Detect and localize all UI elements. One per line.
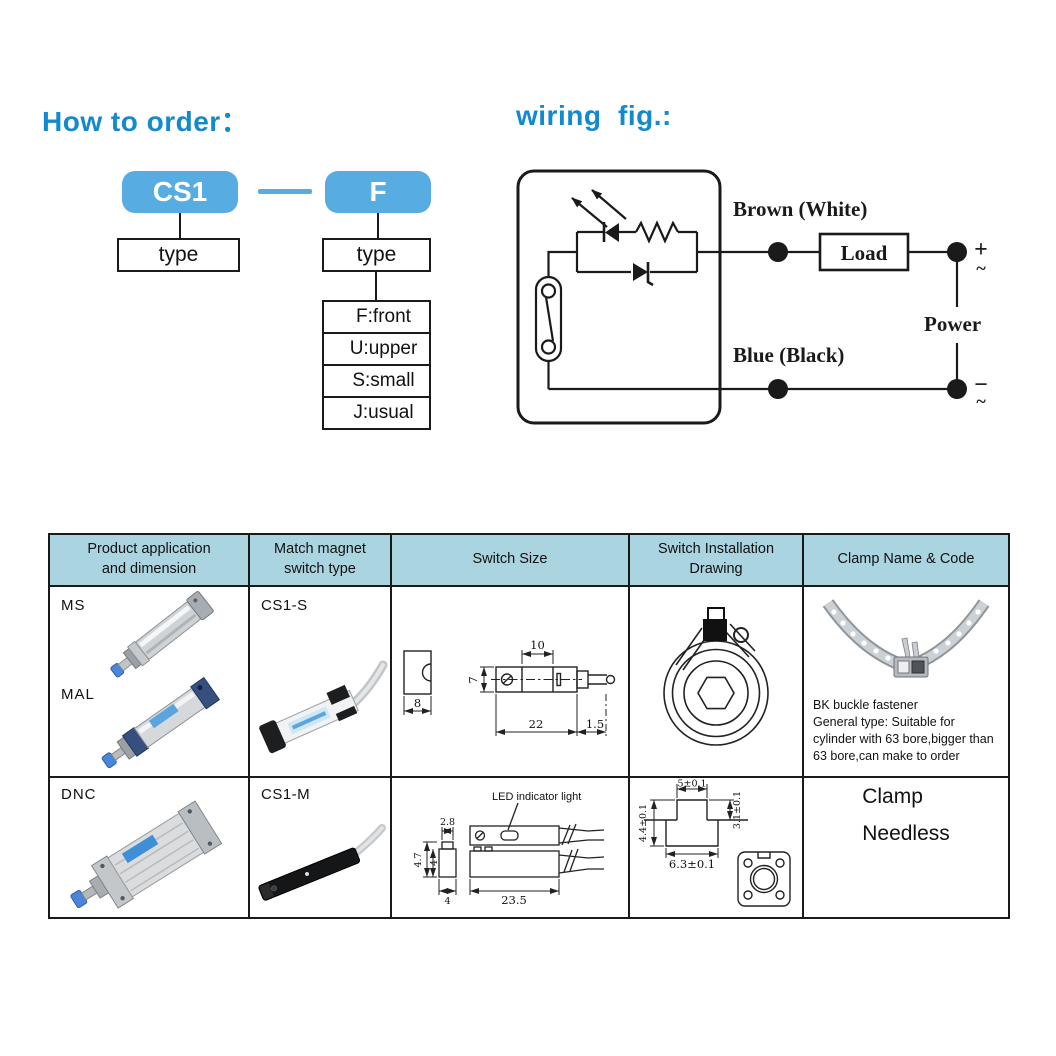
dim-4-base: 4 (444, 896, 450, 907)
junction-dot (768, 242, 788, 262)
clamp-desc-line: BK buckle fastener (813, 698, 918, 712)
cell-switch-type-row2: CS1-M (248, 776, 392, 919)
brown-wire-label: Brown (White) (733, 197, 867, 221)
table-row: DNC (48, 776, 1010, 919)
dim-3-1: 3.1±0.1 (732, 791, 743, 829)
load-label: Load (841, 241, 888, 265)
clamp-desc-line: 63 bore,can make to order (813, 749, 960, 763)
cell-clamp-row1: BK buckle fastener General type: Suitabl… (802, 585, 1010, 778)
clamp-band-image (822, 599, 990, 678)
ms-cylinder-image (110, 591, 214, 678)
junction-dots (768, 242, 967, 399)
model-type-box: type (117, 238, 240, 272)
dim-7: 7 (466, 676, 480, 683)
model-code-badge: CS1 (122, 171, 238, 213)
power-label: Power (924, 312, 981, 336)
cs1s-switch-image (259, 660, 388, 754)
zener-diode-symbol (633, 262, 654, 287)
suffix-option-small: S:small (322, 364, 431, 398)
suffix-code-badge: F (325, 171, 431, 213)
junction-dot (768, 379, 788, 399)
connector-line (377, 213, 379, 238)
cell-installation-row1 (628, 585, 804, 778)
dim-8: 8 (414, 696, 421, 710)
dim-2-8: 2.8 (440, 817, 455, 828)
dnc-cylinder-image (70, 800, 223, 909)
installation-drawing-round (663, 607, 769, 746)
cell-clamp-row2: Clamp Needless (802, 776, 1010, 919)
led-indicator-label: LED indicator light (492, 791, 581, 803)
product-label-ms: MS (61, 597, 86, 614)
clamp-description: BK buckle fastener General type: Suitabl… (813, 697, 1005, 765)
dim-22: 22 (529, 717, 544, 731)
dim-4-inner: 4 (429, 860, 440, 866)
product-label-mal: MAL (61, 686, 95, 703)
suffix-options-list: F:front U:upper S:small J:usual (322, 300, 431, 430)
switch-size-drawing-cs1s: 10 7 8 22 1.5 (403, 638, 616, 736)
led-light-arrows (571, 189, 627, 228)
header-cell-switch-type: Match magnet switch type (248, 533, 392, 587)
cell-switch-size-row2: LED indicator light (390, 776, 630, 919)
junction-dot (947, 242, 967, 262)
how-to-order-title: How to order： (42, 106, 250, 137)
suffix-type-box: type (322, 238, 431, 272)
header-cell-product: Product application and dimension (48, 533, 250, 587)
resistor-symbol (635, 220, 679, 244)
tilde-symbol: ~ (976, 391, 986, 411)
dim-23-5: 23.5 (501, 893, 527, 907)
cs1m-switch-image (258, 824, 386, 901)
header-cell-installation: Switch Installation Drawing (628, 533, 804, 587)
wiring-fig-title: wiring fig.: (516, 100, 672, 131)
cell-products-row2: DNC (48, 776, 250, 919)
switch-type-label-cs1s: CS1-S (261, 597, 308, 614)
connector-line (375, 271, 377, 300)
header-cell-switch-size: Switch Size (390, 533, 630, 587)
tilde-symbol: ~ (976, 258, 986, 278)
load-box (818, 232, 910, 272)
dim-1-5: 1.5 (586, 717, 604, 731)
dim-5: 5±0.1 (677, 779, 706, 790)
dim-4-7: 4.7 (413, 852, 424, 867)
dim-6-3: 6.3±0.1 (669, 857, 715, 871)
cell-switch-size-row1: 10 7 8 22 1.5 (390, 585, 630, 778)
dim-4-4: 4.4±0.1 (638, 804, 649, 842)
cell-installation-row2: 5±0.1 4.4±0.1 3.1±0.1 6.3±0.1 (628, 776, 804, 919)
tslot-end-view (737, 851, 791, 907)
junction-dot (947, 379, 967, 399)
mal-cylinder-image (101, 676, 221, 769)
switch-size-drawing-cs1m: LED indicator light (413, 791, 605, 907)
dim-10: 10 (530, 638, 545, 652)
installation-drawing-tslot: 5±0.1 4.4±0.1 3.1±0.1 6.3±0.1 (638, 779, 791, 907)
clamp-needless-line: Needless (862, 822, 950, 845)
wiring-diagram: Brown (White) Load Power Blue (Black) + … (516, 169, 988, 425)
plus-terminal-symbol: + (974, 237, 988, 263)
minus-terminal-symbol: − (974, 372, 988, 398)
clamp-buckle (893, 637, 929, 678)
suffix-option-usual: J:usual (322, 396, 431, 430)
clamp-desc-line: General type: Suitable for (813, 715, 955, 729)
suffix-option-upper: U:upper (322, 332, 431, 366)
suffix-option-front: F:front (322, 300, 431, 334)
table-row: MS MAL (48, 585, 1010, 778)
reed-switch-symbol (534, 275, 563, 363)
switch-type-label-cs1m: CS1-M (261, 786, 311, 803)
product-label-dnc: DNC (61, 786, 97, 803)
clamp-needless-line: Clamp (862, 785, 923, 808)
sensor-outline (516, 169, 722, 425)
blue-wire-label: Blue (Black) (733, 343, 844, 367)
cell-switch-type-row1: CS1-S (248, 585, 392, 778)
order-dash (258, 189, 312, 194)
cell-products-row1: MS MAL (48, 585, 250, 778)
mounted-switch-block (703, 619, 727, 641)
spec-table: Product application and dimension Match … (48, 533, 1010, 919)
clamp-desc-line: cylinder with 63 bore,bigger than (813, 732, 994, 746)
connector-line (179, 213, 181, 238)
clamp-needless-text: Clamp Needless (805, 779, 1007, 852)
table-header-row: Product application and dimension Match … (48, 533, 1010, 587)
header-cell-clamp: Clamp Name & Code (802, 533, 1010, 587)
